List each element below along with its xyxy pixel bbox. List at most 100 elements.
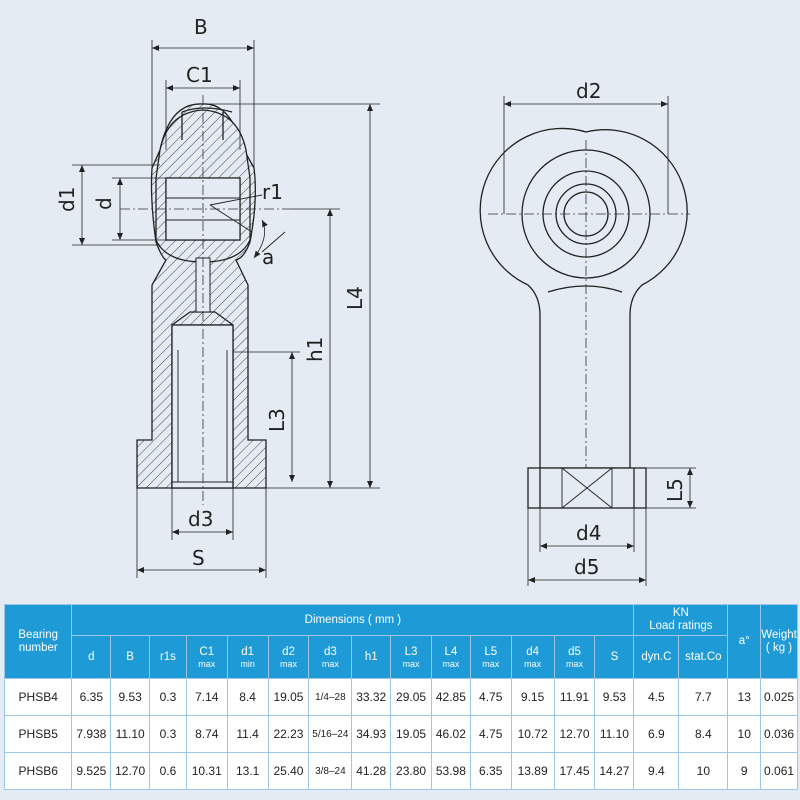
column-header-label: d1 bbox=[241, 645, 255, 658]
table-cell: 12.70 bbox=[110, 752, 151, 790]
label-L4: L4 bbox=[343, 286, 367, 310]
bearing-number-cell: PHSB6 bbox=[3, 752, 73, 790]
table-cell: 9.15 bbox=[510, 678, 555, 716]
label-d3: d3 bbox=[188, 507, 213, 531]
label-d1: d1 bbox=[55, 187, 79, 212]
column-header-label: B bbox=[126, 650, 134, 663]
table-cell: 7.938 bbox=[71, 715, 112, 753]
table-cell: 14.27 bbox=[594, 752, 635, 790]
column-header-label: L5 bbox=[484, 645, 498, 658]
table-cell: 0.3 bbox=[149, 678, 187, 716]
label-d2: d2 bbox=[576, 79, 601, 103]
table-cell: 6.9 bbox=[633, 715, 680, 753]
column-header-sub: max bbox=[524, 658, 542, 669]
load-column-header-0: dyn.C bbox=[633, 635, 680, 679]
column-header-sub: min bbox=[240, 658, 255, 669]
bearing-number-cell: PHSB5 bbox=[3, 715, 73, 753]
table-cell: 7.7 bbox=[678, 678, 729, 716]
table-cell: 46.02 bbox=[430, 715, 471, 753]
table-cell: 42.85 bbox=[430, 678, 471, 716]
table-cell: 33.32 bbox=[351, 678, 392, 716]
table-cell: 13 bbox=[727, 678, 762, 716]
header-bearing-line1: Bearing bbox=[18, 628, 59, 641]
header-load-unit: KN bbox=[672, 607, 689, 619]
column-header-label: d bbox=[88, 650, 95, 663]
header-dimensions: Dimensions ( mm ) bbox=[71, 604, 635, 636]
label-B: B bbox=[194, 15, 208, 39]
table-cell: 10.31 bbox=[185, 752, 228, 790]
column-header-7: h1 bbox=[351, 635, 392, 679]
column-header-13: S bbox=[594, 635, 635, 679]
table-cell: 0.061 bbox=[760, 752, 798, 790]
spec-table: Bearing number Dimensions ( mm ) KN Load… bbox=[3, 604, 798, 790]
table-cell: 29.05 bbox=[390, 678, 432, 716]
label-a: a bbox=[262, 245, 274, 269]
table-cell: 11.10 bbox=[110, 715, 151, 753]
table-cell: 9.4 bbox=[633, 752, 680, 790]
table-cell: 13.89 bbox=[510, 752, 555, 790]
label-r1: r1 bbox=[262, 180, 283, 204]
column-header-sub: max bbox=[565, 658, 583, 669]
table-cell: 11.4 bbox=[226, 715, 269, 753]
table-cell: 10 bbox=[727, 715, 762, 753]
header-bearing-line2: number bbox=[18, 641, 58, 654]
table-cell: 7.14 bbox=[185, 678, 228, 716]
table-cell: 25.40 bbox=[267, 752, 310, 790]
column-header-label: d4 bbox=[526, 645, 539, 658]
table-cell: 0.3 bbox=[149, 715, 187, 753]
column-header-label: d5 bbox=[568, 645, 581, 658]
table-cell: 11.10 bbox=[594, 715, 635, 753]
section-view: B C1 d1 d r1 a L4 h1 L3 bbox=[55, 15, 380, 578]
label-h1: h1 bbox=[303, 337, 327, 362]
column-header-label: r1s bbox=[159, 650, 176, 663]
column-header-sub: max bbox=[279, 658, 297, 669]
label-L3: L3 bbox=[265, 408, 289, 432]
table-cell: 0.025 bbox=[760, 678, 798, 716]
table-cell: 6.35 bbox=[71, 678, 112, 716]
column-header-0: d bbox=[71, 635, 112, 679]
table-cell: 0.036 bbox=[760, 715, 798, 753]
column-header-1: B bbox=[110, 635, 151, 679]
header-weight-line2: ( kg ) bbox=[765, 641, 793, 654]
technical-drawing: B C1 d1 d r1 a L4 h1 L3 bbox=[55, 15, 696, 586]
table-cell: 8.74 bbox=[185, 715, 228, 753]
table-cell: 9.53 bbox=[594, 678, 635, 716]
label-d: d bbox=[92, 197, 116, 210]
table-cell: 22.23 bbox=[267, 715, 310, 753]
table-cell: 23.80 bbox=[390, 752, 432, 790]
column-header-label: L3 bbox=[404, 645, 418, 658]
table-cell: 13.1 bbox=[226, 752, 269, 790]
table-cell: 19.05 bbox=[267, 678, 310, 716]
table-cell: 4.75 bbox=[469, 715, 512, 753]
label-S: S bbox=[192, 546, 205, 570]
table-cell: 9 bbox=[727, 752, 762, 790]
column-header-sub: max bbox=[198, 658, 216, 669]
label-d5: d5 bbox=[574, 555, 599, 579]
column-header-sub: max bbox=[321, 658, 339, 669]
column-header-label: d2 bbox=[282, 645, 295, 658]
column-header-label: d3 bbox=[323, 645, 337, 658]
table-cell: 19.05 bbox=[390, 715, 432, 753]
table-cell: 4.5 bbox=[633, 678, 680, 716]
header-weight-line1: Weight bbox=[761, 628, 797, 641]
header-load-ratings: KN Load ratings bbox=[633, 604, 729, 636]
column-header-label: h1 bbox=[364, 650, 378, 663]
front-view: d2 L5 d4 d5 bbox=[479, 79, 696, 586]
column-header-sub: max bbox=[442, 658, 460, 669]
column-header-2: r1s bbox=[149, 635, 187, 679]
header-angle: a° bbox=[727, 604, 762, 679]
label-L5: L5 bbox=[663, 478, 687, 502]
column-header-label: L4 bbox=[444, 645, 458, 658]
